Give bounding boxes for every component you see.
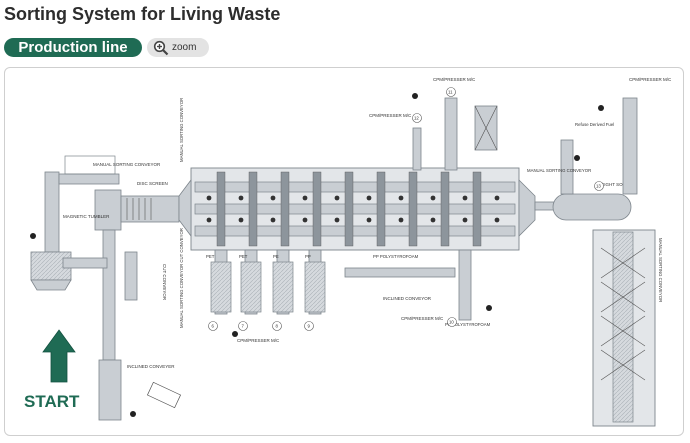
diagram-panel: MANUAL SORTING CONVEYOR MAGNETIC TUMBLER… [4, 67, 684, 436]
cpm-bottom-center-label: CPM/PRESSER M/C [401, 316, 444, 321]
label-pe: PE [273, 254, 279, 259]
magnifier-plus-icon [153, 40, 169, 56]
label-pet-1: PET [206, 254, 215, 259]
top-presser-column-2 [412, 127, 422, 171]
manual-sorting-conveyor-right2-label: MANUAL SORTING CONVEYOR [658, 238, 663, 302]
tab-production-line[interactable]: Production line [4, 38, 142, 57]
inclined-conveyor-left-label: INCLINED CONVEYER [127, 364, 175, 369]
svg-text:12: 12 [414, 116, 419, 121]
manual-sorting-conveyor-label: MANUAL SORTING CONVEYOR [93, 162, 161, 167]
manual-sorting-conveyor [58, 173, 120, 185]
magnetic-tumbler-label: MAGNETIC TUMBLER [63, 214, 110, 219]
page-title: Sorting System for Living Waste [4, 4, 281, 24]
operator-icons [30, 93, 604, 417]
weight-sorting-drum [552, 193, 632, 221]
cpm-bottom-left-label: CPM/PRESSER M/C [237, 338, 280, 343]
svg-text:7: 7 [242, 324, 245, 329]
production-line-diagram: MANUAL SORTING CONVEYOR MAGNETIC TUMBLER… [30, 77, 672, 427]
weight-sorting-label: WEIGHT SORTING [597, 182, 637, 187]
manual-sorting-conveyor-right-label: MANUAL SORTING CONVEYOR [527, 168, 591, 173]
svg-text:11: 11 [448, 90, 453, 95]
vertical-label-bottom: MANUAL SORTING CONVEYOR CUT CONVEYOR [179, 228, 184, 328]
station-badges: 6 7 8 9 10 11 12 13 [208, 87, 604, 331]
inclined-conveyor-left [102, 229, 116, 361]
cpm-top-left-label: CPM/PRESSER M/C [433, 77, 476, 82]
svg-text:13: 13 [596, 184, 601, 189]
start-label: START [24, 392, 80, 411]
disc-screen [120, 195, 180, 223]
vertical-label-top: MANUAL SORTING CONVEYOR [179, 98, 184, 162]
disc-screen-label: DISC SCREEN [137, 181, 168, 186]
cut-conveyor-label: CUT CONVEYOR [162, 264, 167, 301]
cpm-top-center-label: CPM/PRESSER M/C [369, 113, 412, 118]
cpm-top-right-label: CPM/PRESSER M/C [629, 77, 672, 82]
top-presser-column-1 [444, 97, 458, 171]
svg-text:6: 6 [212, 324, 215, 329]
zoom-label: zoom [172, 42, 197, 53]
right-bottom-chute [458, 249, 472, 321]
truck-icon [146, 381, 182, 409]
pp-polystyrene-label: PP POLYSTYROFOAM [373, 254, 419, 259]
cut-conveyor [124, 251, 138, 301]
inclined-conveyor-mid-label: INCLINED CONVEYOR [383, 296, 432, 301]
refuse-derived-fuel-label: Refuse Derived Fuel [575, 122, 614, 127]
infeed-hopper-column [44, 171, 60, 253]
zoom-button[interactable]: zoom [147, 38, 209, 57]
pp-polystyrene-label-2: PP POLYSTYROFOAM [445, 322, 491, 327]
label-pp: PP [305, 254, 311, 259]
svg-text:9: 9 [308, 324, 311, 329]
svg-text:8: 8 [276, 324, 279, 329]
inclined-conveyor-mid [344, 267, 456, 278]
magnetic-tumbler [94, 189, 122, 231]
label-pet-2: PET [239, 254, 248, 259]
arrow-up-icon [42, 329, 76, 383]
svg-text:10: 10 [449, 320, 454, 325]
top-right-presser-column [622, 97, 638, 195]
